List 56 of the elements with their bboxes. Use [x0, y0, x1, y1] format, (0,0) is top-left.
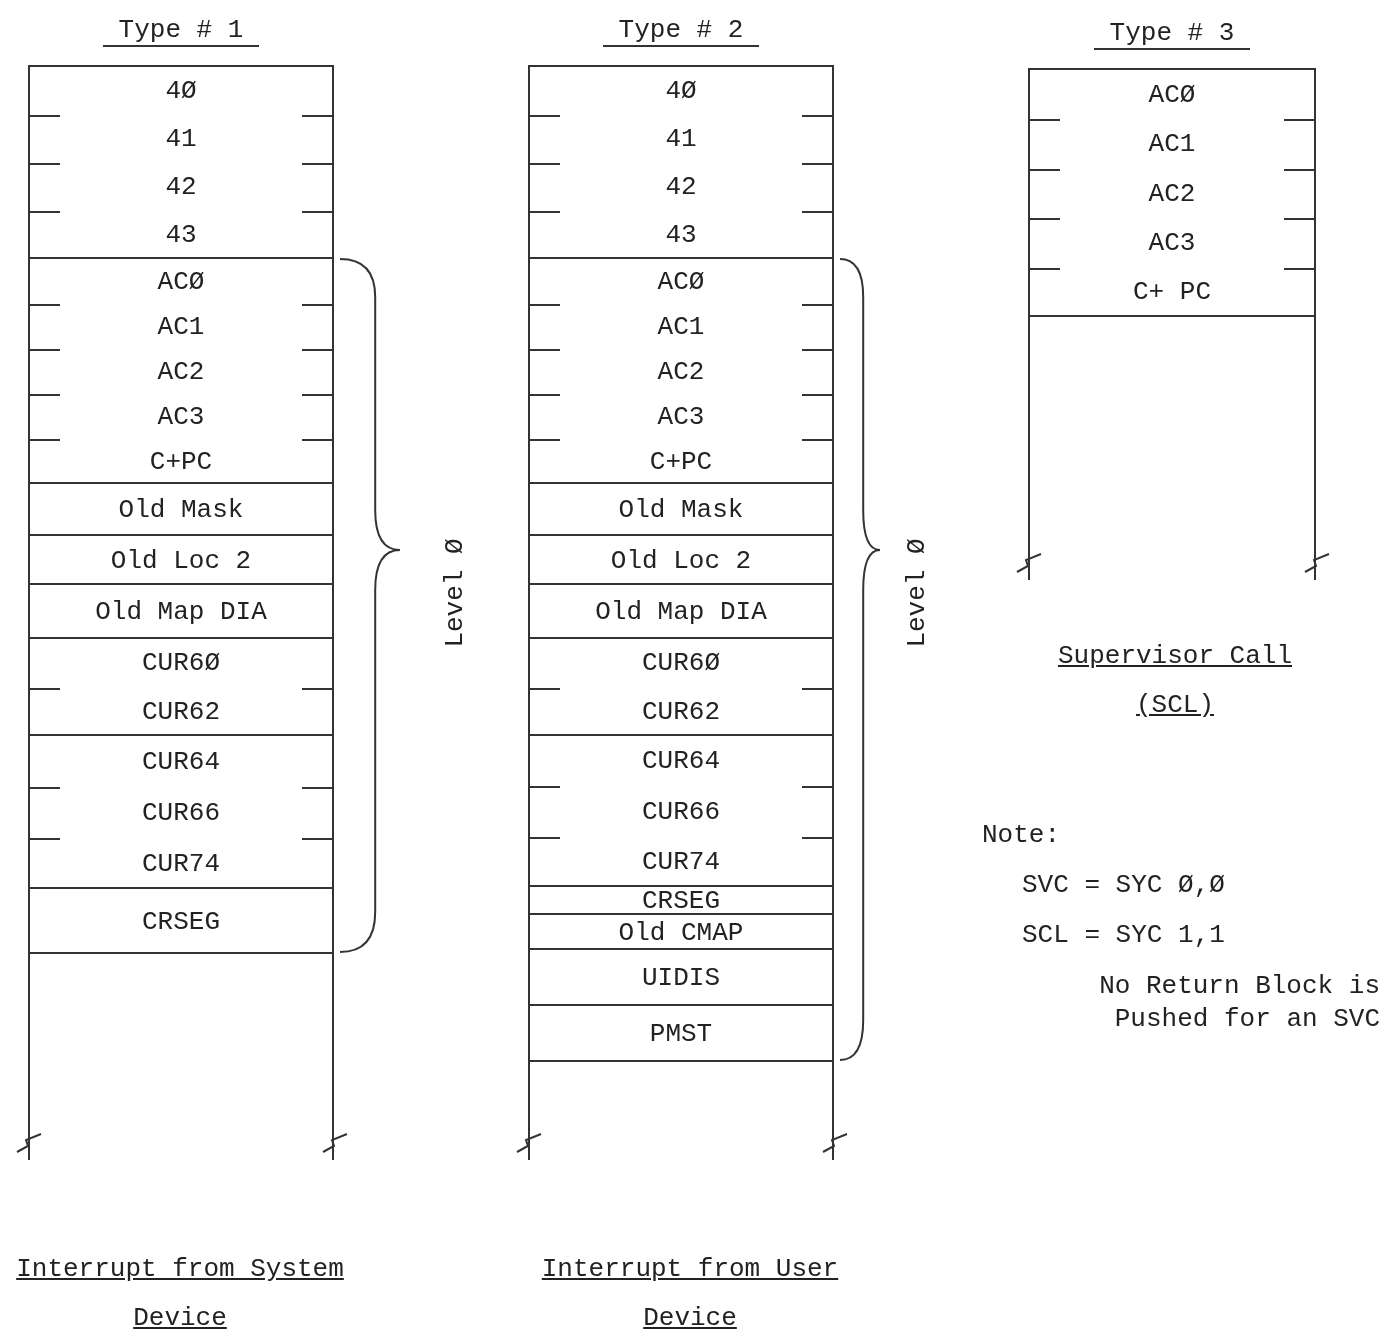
register-label: Old CMAP [617, 919, 745, 946]
register-label: ACØ [1147, 81, 1197, 108]
register-label: AC1 [156, 313, 206, 340]
level-label: Level Ø [439, 538, 470, 648]
register-label: AC1 [656, 313, 706, 340]
register-label: C+ PC [1132, 279, 1212, 306]
register-label: AC3 [656, 403, 706, 430]
register-label: C+PC [148, 448, 214, 475]
stack-caption: Interrupt from System Device [15, 1253, 345, 1333]
register-label: CUR6Ø [641, 650, 721, 677]
note-text: No Return Block is Pushed for an SVC [1098, 970, 1380, 1035]
register-label: CUR66 [141, 799, 221, 826]
register-label: 43 [164, 222, 198, 248]
register-label: AC1 [1147, 131, 1197, 158]
register-label: CUR6Ø [141, 650, 221, 677]
register-label: 41 [664, 126, 698, 152]
register-label: ACØ [656, 268, 706, 295]
stack-title: Type # 1 [102, 15, 260, 47]
register-label: Old Map DIA [594, 599, 768, 625]
register-label: UIDIS [641, 965, 721, 991]
stack-caption: Supervisor Call (SCL) [1056, 640, 1293, 723]
note-text: SCL = SYC 1,1 [1022, 920, 1225, 950]
register-label: CRSEG [141, 908, 221, 935]
register-label: AC3 [1147, 229, 1197, 256]
register-label: AC2 [656, 358, 706, 385]
register-label: Old Mask [617, 497, 745, 523]
register-label: CUR64 [641, 748, 721, 775]
stack-caption: Interrupt from User Device [540, 1253, 840, 1333]
note-heading: Note: [982, 820, 1060, 850]
register-label: AC2 [156, 358, 206, 385]
register-label: AC2 [1147, 180, 1197, 207]
register-label: Old Loc 2 [609, 547, 753, 574]
register-label: AC3 [156, 403, 206, 430]
register-label: 41 [164, 126, 198, 152]
register-label: CUR62 [141, 698, 221, 725]
register-label: CUR64 [141, 748, 221, 775]
register-label: 43 [664, 222, 698, 248]
register-label: PMST [648, 1021, 714, 1047]
level-label: Level Ø [901, 538, 932, 648]
note-text: SVC = SYC Ø,Ø [1022, 870, 1225, 900]
register-label: CUR66 [641, 798, 721, 825]
register-label: 42 [664, 174, 698, 200]
register-label: Old Mask [117, 497, 245, 523]
register-label: 4Ø [664, 78, 698, 104]
register-label: Old Loc 2 [109, 547, 253, 574]
register-label: 4Ø [164, 78, 198, 104]
register-label: CUR62 [641, 698, 721, 725]
register-label: CUR74 [141, 850, 221, 877]
register-label: ACØ [156, 268, 206, 295]
register-label: Old Map DIA [94, 599, 268, 625]
register-label: CRSEG [641, 888, 721, 914]
stack-title: Type # 3 [1093, 18, 1251, 50]
register-label: CUR74 [641, 848, 721, 875]
register-label: C+PC [648, 448, 714, 475]
stack-title: Type # 2 [602, 15, 760, 47]
register-label: 42 [164, 174, 198, 200]
